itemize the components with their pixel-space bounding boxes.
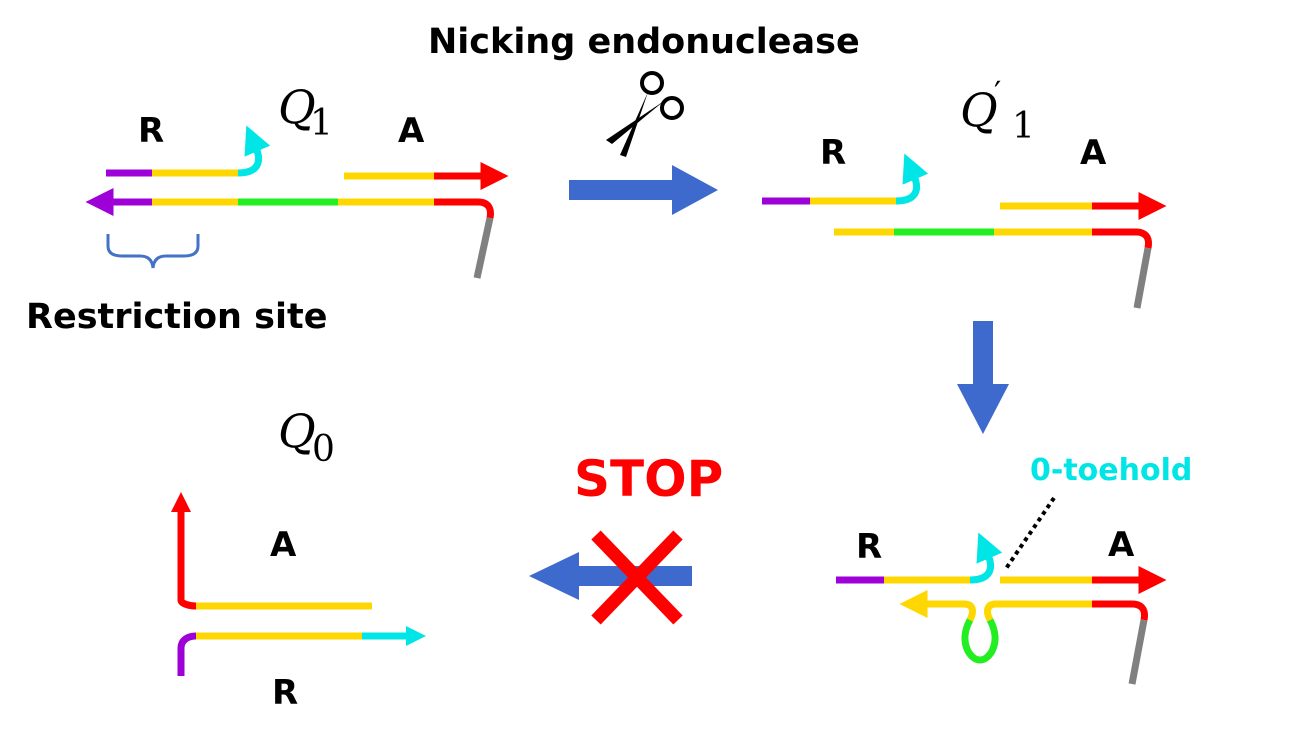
scissors-icon bbox=[606, 71, 684, 157]
q1p-bottom-red bbox=[1092, 228, 1152, 249]
q0-label-a: A bbox=[270, 525, 297, 565]
q0-label-r: R bbox=[272, 673, 298, 713]
right-arrow-icon bbox=[569, 165, 718, 215]
q0-a-red-arrowhead bbox=[171, 492, 191, 512]
cross-icon bbox=[591, 530, 683, 625]
folded-bottom-gray-tail bbox=[1128, 619, 1148, 685]
folded-bottom-red bbox=[1092, 600, 1148, 621]
restriction-site-brace bbox=[106, 234, 200, 269]
left-arrow-blocked-icon bbox=[529, 552, 692, 600]
state-q1: R A Q 1 Restriction site bbox=[26, 80, 509, 337]
stop-label: STOP bbox=[574, 450, 723, 508]
q0-r-purple-segment bbox=[177, 632, 197, 676]
q0-r-cyan-arrowhead bbox=[406, 626, 426, 646]
toehold-pointer-line bbox=[1003, 496, 1056, 572]
folded-r-cyan-hook bbox=[969, 532, 1003, 584]
folded-bottom-yellow-right bbox=[984, 600, 1092, 622]
q1p-label-r: R bbox=[820, 133, 846, 173]
q0-a-red-arrow bbox=[177, 510, 197, 610]
q1-label-a: A bbox=[398, 111, 425, 151]
state-q1-prime-folded: R A 0-toehold bbox=[836, 453, 1192, 685]
q1-r-cyan-hook bbox=[237, 125, 271, 177]
nicking-endonuclease-label: Nicking endonuclease bbox=[428, 22, 860, 62]
restriction-site-label: Restriction site bbox=[26, 297, 327, 337]
folded-bottom-yellow-bend-left bbox=[963, 600, 976, 622]
zero-toehold-label: 0-toehold bbox=[1030, 453, 1192, 488]
q1p-subscript: 1 bbox=[1012, 106, 1035, 147]
q1p-symbol: Q bbox=[960, 83, 998, 137]
state-q1-prime: R A Q ′ 1 bbox=[762, 74, 1167, 309]
q1-symbol: Q bbox=[278, 80, 316, 134]
q1-bottom-red bbox=[434, 198, 494, 219]
q1-label-r: R bbox=[138, 111, 164, 151]
folded-label-r: R bbox=[856, 527, 882, 567]
q1p-label-a: A bbox=[1080, 133, 1107, 173]
q1p-bottom-gray-tail bbox=[1133, 247, 1152, 309]
q0-subscript: 0 bbox=[312, 429, 335, 470]
q1-subscript: 1 bbox=[310, 103, 333, 144]
down-arrow-icon bbox=[957, 321, 1009, 434]
q1p-r-cyan-hook bbox=[895, 153, 929, 205]
state-q0: Q 0 A R bbox=[171, 404, 426, 713]
q0-symbol: Q bbox=[278, 404, 316, 458]
q1-bottom-gray-tail bbox=[473, 217, 494, 279]
folded-green-loop bbox=[961, 618, 999, 664]
q1p-prime: ′ bbox=[994, 74, 1001, 112]
folded-label-a: A bbox=[1108, 525, 1135, 565]
